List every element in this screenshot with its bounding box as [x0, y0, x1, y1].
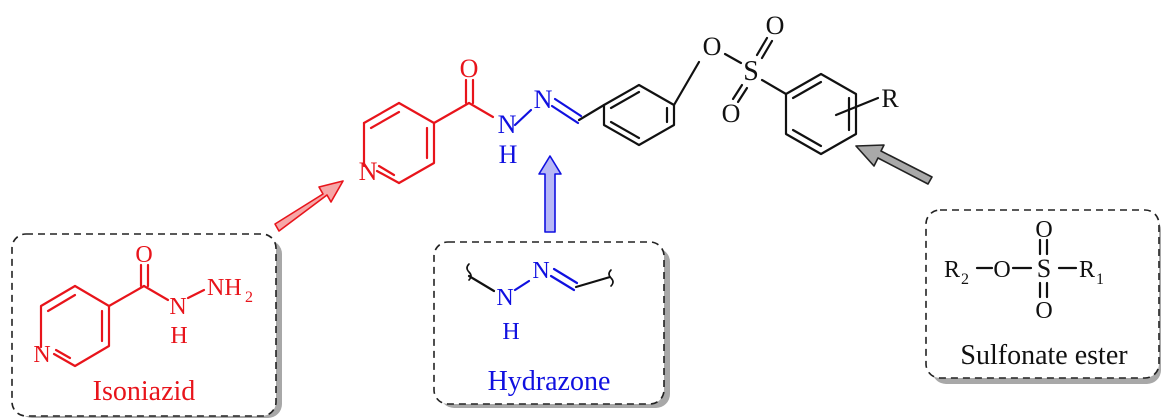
- n-to-ch-double-b: [553, 97, 583, 118]
- main-substituent-r: R: [881, 84, 899, 113]
- main-hydrazone-fragment: [513, 97, 606, 127]
- phenyl-double-1: [791, 80, 823, 100]
- phenyl-ring: [784, 72, 858, 156]
- sulfonate-o-top: O: [1035, 217, 1052, 243]
- pyridine-double-3: [377, 164, 396, 177]
- main-sulfur: S: [743, 56, 759, 87]
- isoniazid-o: O: [135, 242, 152, 268]
- hydrazone-n2: N: [532, 258, 549, 284]
- n-to-ch-double-a: [550, 104, 580, 125]
- sulfonate-o-link: O: [993, 257, 1010, 283]
- isoniazid-n-ring: N: [33, 342, 50, 368]
- hydrazone-box: N H N Hydrazone: [433, 241, 670, 408]
- main-sulfonyl-o-bottom: O: [722, 99, 741, 128]
- pyridine-double-1: [369, 110, 401, 130]
- sulfonate-s: S: [1037, 254, 1051, 283]
- main-isoniazid-fragment: [362, 78, 495, 185]
- phenylene-double-3: [609, 120, 641, 140]
- pyridine-bond-n-right: [375, 169, 401, 185]
- phenylene-double-1: [609, 90, 641, 110]
- hydrazone-structure: [466, 263, 614, 293]
- main-pyridine-n: N: [359, 157, 378, 186]
- main-carbonyl-o: O: [460, 54, 479, 83]
- hydrazone-h: H: [502, 319, 519, 345]
- s-o-bottom-bond-2: [736, 86, 749, 104]
- s-to-phenyl-bond: [760, 78, 788, 96]
- sulfonate-caption: Sulfonate ester: [960, 340, 1128, 371]
- s-o-top-bond: [755, 36, 769, 57]
- sulfonate-box: R 2 O S R 1 O O Sulfonate ester: [925, 209, 1161, 384]
- isoniazid-structure: [39, 263, 206, 368]
- main-hydrazone-h: H: [499, 140, 518, 169]
- hydrazone-caption: Hydrazone: [488, 366, 611, 397]
- carbonyl-to-n-bond: [467, 101, 495, 119]
- phenylene-ring: [602, 83, 676, 147]
- sulfonate-o-bottom: O: [1035, 298, 1052, 324]
- hydrazone-n1: N: [496, 285, 513, 311]
- main-molecule: O N N H N: [359, 11, 900, 186]
- sulfonate-r1: R: [1079, 257, 1095, 283]
- isoniazid-n: N: [169, 294, 186, 320]
- s-o-top-bond-2: [760, 39, 774, 60]
- sulfonate-r2: R: [944, 257, 960, 283]
- main-aryl-sulfonate-fragment: [602, 36, 880, 156]
- s-o-bottom-bond: [731, 83, 744, 101]
- o-to-s-bond: [723, 52, 743, 65]
- arrow-sulfonate: [855, 144, 933, 185]
- main-hydrazone-n1: N: [498, 110, 517, 139]
- main-hydrazone-n2: N: [534, 85, 553, 114]
- isoniazid-box: O N N H NH 2 Isoniazid: [11, 233, 282, 418]
- sulfonate-r2-sub: 2: [961, 271, 969, 288]
- sulfonate-r1-sub: 1: [1096, 271, 1104, 288]
- arrow-hydrazone: [538, 155, 562, 233]
- ch-to-ring-bond: [577, 103, 606, 122]
- ring-to-carbonyl-bond: [432, 101, 471, 125]
- main-ester-o: O: [703, 32, 722, 61]
- sulfonate-structure: [975, 238, 1078, 299]
- arrow-isoniazid: [274, 180, 344, 232]
- phenyl-to-r-bond: [834, 96, 880, 117]
- isoniazid-caption: Isoniazid: [93, 376, 196, 407]
- main-sulfonyl-o-top: O: [766, 11, 785, 40]
- ring-to-o-bond: [672, 60, 701, 107]
- isoniazid-nh2: NH: [207, 275, 242, 301]
- phenyl-double-3: [791, 128, 823, 148]
- pyridine-bond-top-left: [362, 101, 401, 125]
- isoniazid-h: H: [170, 323, 187, 349]
- isoniazid-nh2-sub: 2: [245, 289, 253, 306]
- pyridine-ring: [397, 101, 436, 185]
- n-to-n-bond: [513, 108, 533, 127]
